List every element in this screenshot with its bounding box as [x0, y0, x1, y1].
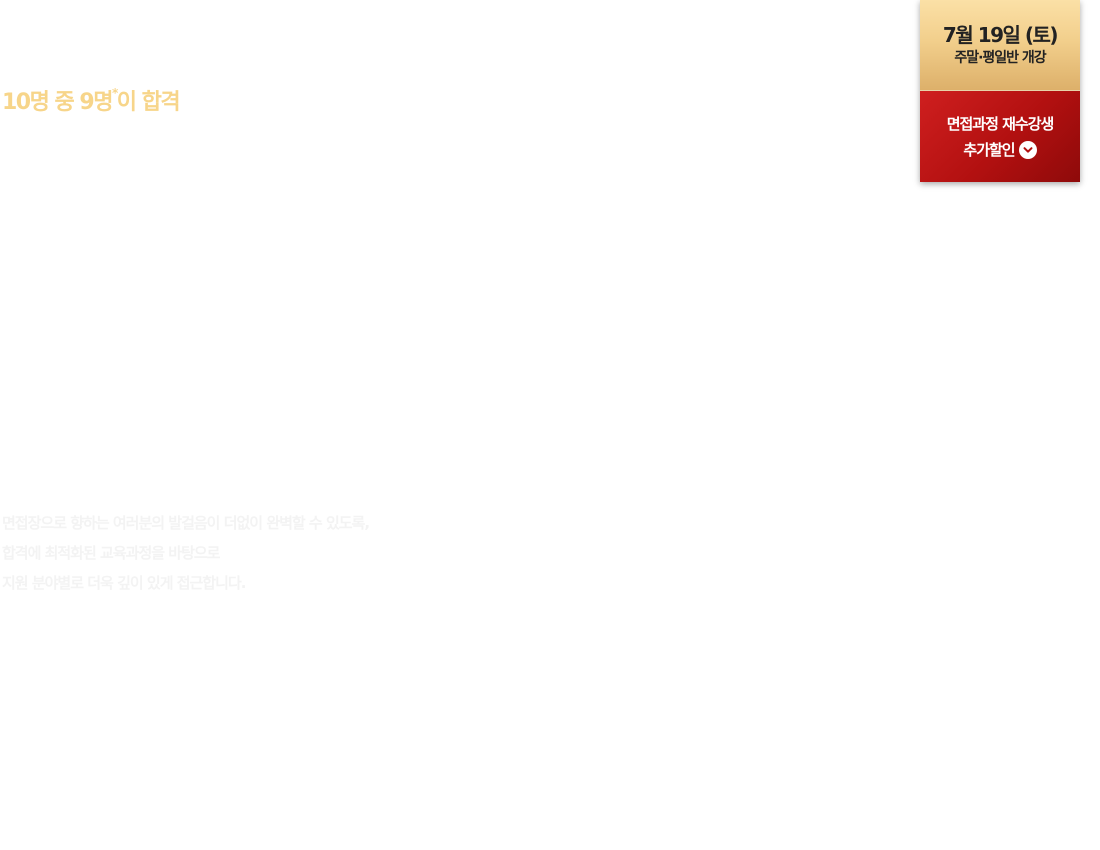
banner-opening-date[interactable]: 7월 19일 (토) 주말·평일반 개강 [920, 0, 1080, 91]
intro-line-1: 면접장으로 향하는 여러분의 발걸음이 더없이 완벽할 수 있도록, [2, 514, 370, 532]
banner-open-text: 주말·평일반 개강 [954, 50, 1046, 66]
banner-date: 7월 19일 (토) [942, 23, 1059, 47]
headline: 10명 중 9명*이 합격 [2, 84, 181, 116]
headline-footnote-mark: * [111, 86, 118, 100]
floating-side-banner[interactable]: 7월 19일 (토) 주말·평일반 개강 면접과정 재수강생 추가할인 [920, 0, 1080, 182]
headline-main: 10명 중 9명 [2, 90, 113, 115]
intro-line-2: 합격에 최적화된 교육과정을 바탕으로 [2, 544, 220, 562]
chevron-down-icon[interactable] [1018, 140, 1037, 159]
intro-line-3: 지원 분야별로 더욱 깊이 있게 접근합니다. [2, 574, 246, 592]
intro-paragraph: 면접장으로 향하는 여러분의 발걸음이 더없이 완벽할 수 있도록, 합격에 최… [2, 508, 370, 598]
banner-discount-row: 추가할인 [963, 137, 1037, 163]
banner-discount-button[interactable]: 면접과정 재수강생 추가할인 [920, 91, 1080, 182]
banner-discount-line2: 추가할인 [963, 140, 1015, 159]
banner-discount-line1: 면접과정 재수강생 [946, 114, 1055, 133]
headline-suffix: 이 합격 [116, 90, 181, 115]
